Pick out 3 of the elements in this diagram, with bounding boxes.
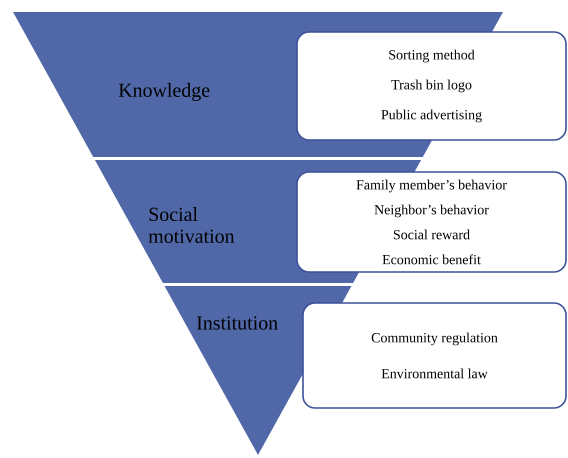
text-box: Sorting method Trash bin logo Public advertising [296, 31, 567, 141]
text-box: Family member’s behavior Neighbor’s behavior Social reward Economic benefit [296, 171, 567, 273]
text-box: Community regulation Environmental law [302, 302, 567, 409]
